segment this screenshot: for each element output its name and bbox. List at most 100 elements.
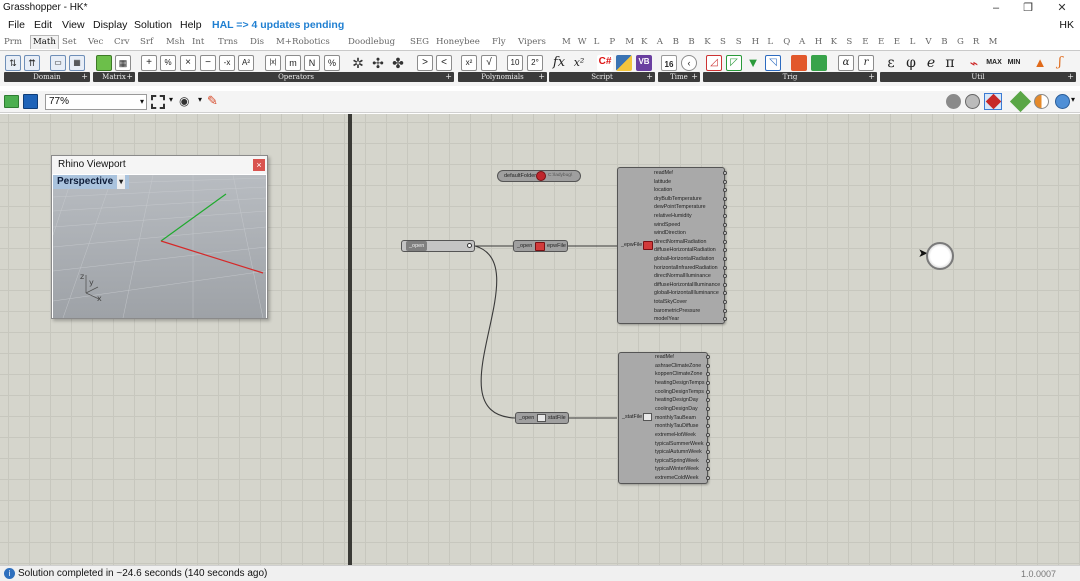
save-icon[interactable] <box>23 94 38 109</box>
output-grip-icon[interactable] <box>706 406 710 411</box>
power-icon[interactable]: A² <box>238 55 254 71</box>
output-grip-icon[interactable] <box>723 257 727 261</box>
canvas-splitter[interactable] <box>348 114 352 565</box>
output-grip-icon[interactable] <box>706 389 710 394</box>
preview-wire-icon[interactable] <box>946 94 961 109</box>
modulus-icon[interactable]: % <box>324 55 340 71</box>
tab-vipers-16[interactable]: Vipers <box>518 37 546 47</box>
open-stat-component[interactable]: _open statFile <box>515 412 569 424</box>
output-grip-icon[interactable] <box>723 274 727 279</box>
tab-set-2[interactable]: Set <box>62 37 77 47</box>
group-operators[interactable]: Operators+ <box>138 72 454 82</box>
chevron-down-icon[interactable]: ▾ <box>1071 95 1076 104</box>
output-grip-icon[interactable] <box>723 265 727 270</box>
smooth-icon[interactable]: ▲ <box>1033 55 1047 70</box>
document-preview-icon[interactable] <box>1009 90 1032 113</box>
info-icon[interactable]: i <box>4 568 15 579</box>
output-grip-icon[interactable] <box>723 214 727 218</box>
right-trig-icon[interactable]: ◹ <box>765 55 781 71</box>
tab-e-36[interactable]: E <box>862 37 869 47</box>
output-grip-icon[interactable] <box>706 363 710 368</box>
output-grip-icon[interactable] <box>467 243 472 248</box>
tab-l-39[interactable]: L <box>909 37 916 47</box>
output-grip-icon[interactable] <box>706 450 710 455</box>
hal-update-notice[interactable]: HAL => 4 updates pending <box>212 19 345 31</box>
smaller-than-icon[interactable]: < <box>436 55 452 71</box>
mass-addition-icon[interactable]: m <box>285 55 301 71</box>
group-time[interactable]: Time+ <box>658 72 700 82</box>
tab-h-33[interactable]: H <box>814 37 823 47</box>
domain-2d-icon[interactable]: ▭ <box>50 55 66 71</box>
absolute-icon[interactable]: |x| <box>265 55 281 71</box>
global-preview-icon[interactable] <box>1055 94 1070 109</box>
group-util[interactable]: Util+ <box>880 72 1076 82</box>
group-script[interactable]: Script+ <box>549 72 655 82</box>
tab-b-25[interactable]: B <box>688 37 695 47</box>
tab-q-31[interactable]: Q <box>783 37 791 47</box>
subtraction-icon[interactable]: − <box>200 55 216 71</box>
tab-b-41[interactable]: B <box>941 37 948 47</box>
group-trig[interactable]: Trig+ <box>703 72 877 82</box>
tab-int-7[interactable]: Int <box>192 37 205 47</box>
close-button[interactable]: ✕ <box>1057 2 1067 14</box>
calendar-icon[interactable]: 16 <box>661 55 677 71</box>
polynomial-icon[interactable]: 10 <box>507 55 523 71</box>
division-icon[interactable]: % <box>160 55 176 71</box>
square-root-icon[interactable]: √ <box>481 55 497 71</box>
tab-math-1[interactable]: Math <box>30 35 59 49</box>
preview-selected-button[interactable] <box>984 93 1002 110</box>
output-grip-icon[interactable] <box>723 231 727 236</box>
function-icon[interactable]: ʃ <box>1058 55 1062 70</box>
maximize-button[interactable]: ❐ <box>1023 2 1033 14</box>
menu-file[interactable]: File <box>8 19 25 31</box>
preview-shaded-icon[interactable] <box>965 94 980 109</box>
grasshopper-canvas[interactable]: Rhino Viewport × <box>0 114 1080 565</box>
negative-icon[interactable]: -x <box>219 55 235 71</box>
csharp-script-icon[interactable]: C# <box>597 55 613 71</box>
group-domain[interactable]: Domain+ <box>4 72 90 82</box>
logarithm-icon[interactable]: 2° <box>527 55 543 71</box>
tab-robotics-11[interactable]: Robotics <box>292 37 330 47</box>
output-grip-icon[interactable] <box>723 222 727 227</box>
larger-than-icon[interactable]: > <box>417 55 433 71</box>
default-folder-param[interactable]: defaultFolder C:\ladybug\ <box>497 170 581 182</box>
sketch-pen-icon[interactable]: ✎ <box>207 93 218 108</box>
maximum-icon[interactable]: MAX <box>986 59 1002 66</box>
menu-solution[interactable]: Solution <box>134 19 172 31</box>
cosine-icon[interactable] <box>811 55 827 71</box>
minimum-icon[interactable]: MIN <box>1007 59 1021 66</box>
group-polynomials[interactable]: Polynomials+ <box>458 72 547 82</box>
close-icon[interactable]: × <box>253 159 265 171</box>
zoom-dropdown[interactable]: 77%▾ <box>45 94 147 110</box>
tab-r-43[interactable]: R <box>972 37 980 47</box>
output-grip-icon[interactable] <box>723 308 727 313</box>
tab-g-42[interactable]: G <box>957 37 964 47</box>
rhino-viewport-header[interactable]: Rhino Viewport × <box>52 156 267 174</box>
tab-m-21[interactable]: M <box>625 37 634 47</box>
tab-w-18[interactable]: W <box>577 37 587 47</box>
user-initials[interactable]: HK <box>1059 19 1074 31</box>
multiplication-icon[interactable]: × <box>180 55 196 71</box>
tab-s-35[interactable]: S <box>846 37 853 47</box>
shaded-preview-icon[interactable] <box>1034 94 1049 109</box>
open-boolean-param[interactable]: _open <box>401 240 475 252</box>
output-grip-icon[interactable] <box>723 291 727 296</box>
tab-crv-4[interactable]: Crv <box>114 37 130 47</box>
tab-l-30[interactable]: L <box>767 37 774 47</box>
group-matrix[interactable]: Matrix+ <box>93 72 135 82</box>
tab-trns-8[interactable]: Trns <box>218 37 238 47</box>
pi-icon[interactable]: π <box>945 55 955 71</box>
euler-icon[interactable]: e <box>926 55 936 71</box>
minimize-button[interactable]: – <box>992 2 1000 14</box>
output-grip-icon[interactable] <box>706 458 710 463</box>
evaluate-icon[interactable]: x² <box>573 56 585 69</box>
tab-srf-5[interactable]: Srf <box>140 37 154 47</box>
tab-doodlebug-12[interactable]: Doodlebug <box>348 37 396 47</box>
chevron-down-icon[interactable]: ▾ <box>169 95 174 104</box>
open-folder-icon[interactable] <box>4 95 19 108</box>
output-grip-icon[interactable] <box>706 467 710 472</box>
radial-menu-icon[interactable] <box>926 242 954 270</box>
perspective-label[interactable]: Perspective▾ <box>53 175 130 189</box>
